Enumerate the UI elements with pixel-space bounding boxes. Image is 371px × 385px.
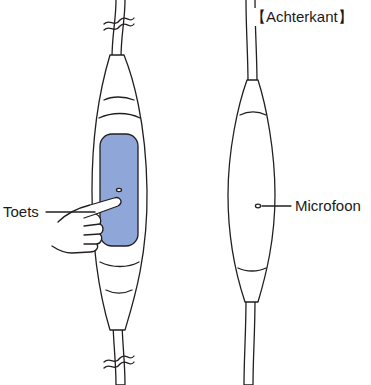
break-mark xyxy=(104,356,134,362)
finger-line xyxy=(84,243,97,244)
part-label: Microfoon xyxy=(294,197,362,215)
leader-line xyxy=(262,205,291,206)
view-title: 【Achterkant】 xyxy=(250,8,354,26)
remote-front-body xyxy=(92,55,147,330)
body-seam xyxy=(104,97,134,100)
finger-line xyxy=(84,234,100,235)
body-seam xyxy=(106,290,132,293)
break-mark xyxy=(104,18,134,24)
break-mark xyxy=(104,362,134,368)
button xyxy=(100,134,138,246)
part-label: Toets xyxy=(2,203,40,221)
body-seam xyxy=(100,262,139,267)
body-seam xyxy=(99,114,140,119)
finger-line xyxy=(84,214,96,218)
pointing-hand xyxy=(52,198,121,253)
cable xyxy=(244,300,255,385)
microphone-hole xyxy=(255,204,260,208)
button-mark xyxy=(117,188,122,191)
body-seam xyxy=(238,268,266,271)
finger-line xyxy=(84,224,100,226)
leader-line xyxy=(46,211,95,212)
body-seam xyxy=(240,112,266,115)
remote-back-body xyxy=(228,80,275,302)
break-mark xyxy=(104,24,134,30)
